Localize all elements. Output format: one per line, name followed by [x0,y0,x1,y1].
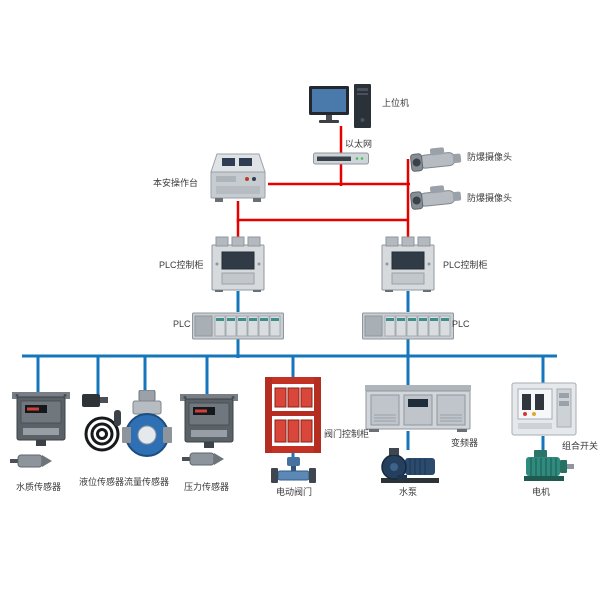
pressure-sensor-label: 压力传感器 [184,482,230,492]
camera-top-label: 防爆摄像头 [467,152,513,162]
inverter-icon [365,385,471,432]
plc-rack-icon [362,312,454,340]
plc-right-label: PLC [452,319,470,329]
inverter [365,385,471,433]
pressure-probe [182,450,224,468]
plc-cabinet-right-label: PLC控制柜 [443,260,488,270]
motor [520,450,574,484]
camera-top [409,146,463,174]
water-pump-label: 水泵 [399,487,418,497]
valve-control-cabinet-label: 阀门控制柜 [324,429,370,439]
ethernet-label: 以太网 [345,139,373,149]
plc-cabinet-icon [381,236,435,292]
water-pump [379,448,441,484]
console [207,150,269,206]
plc-left [192,311,284,341]
plc-cabinet-icon [211,236,265,292]
water-pump-icon [381,448,439,483]
host-computer-icon [309,84,371,128]
water-quality-sensor-label: 水质传感器 [16,482,62,492]
plc-cabinet-right [379,234,437,292]
water-quality-probe [10,452,52,470]
sensor-box-icon [180,394,238,448]
electric-valve-label: 电动阀门 [276,487,313,497]
plc-cabinet-left [209,234,267,292]
plc-right [362,311,454,341]
plc-cabinet-left-label: PLC控制柜 [159,260,204,270]
electric-valve-icon [271,457,316,483]
host-computer-label: 上位机 [382,98,410,108]
plc-left-label: PLC [173,319,191,329]
motor-label: 电机 [532,487,551,497]
switch-cabinet-icon [511,382,577,436]
camera-bottom [409,184,463,212]
ethernet-switch [313,150,369,166]
electric-valve [269,457,317,485]
camera-bottom-label: 防爆摄像头 [467,193,513,203]
ethernet-switch-icon [313,152,369,165]
flow-sensor-label: 流量传感器 [124,477,170,487]
inverter-label: 变频器 [451,438,479,448]
camera-icon [410,147,462,172]
flow-sensor [122,389,172,458]
combination-switch-label: 组合开关 [562,441,599,451]
level-sensor [78,392,126,460]
console-label: 本安操作台 [153,178,199,188]
combination-switch [510,381,578,439]
level-sensor-label: 液位传感器 [79,477,125,487]
motor-icon [524,450,574,481]
camera-icon [410,185,462,210]
level-sensor-icon [82,394,121,452]
flow-sensor-icon [122,389,172,457]
console-icon [210,153,266,202]
sensor-box-icon [12,392,70,446]
host-computer [309,84,373,132]
plc-rack-icon [192,312,284,340]
valve-control-cabinet [263,377,323,453]
pressure-sensor [180,386,238,448]
valve-cabinet-icon [265,377,321,453]
probe-icon [182,452,224,466]
water-quality-sensor [12,384,70,446]
probe-icon [10,454,52,468]
